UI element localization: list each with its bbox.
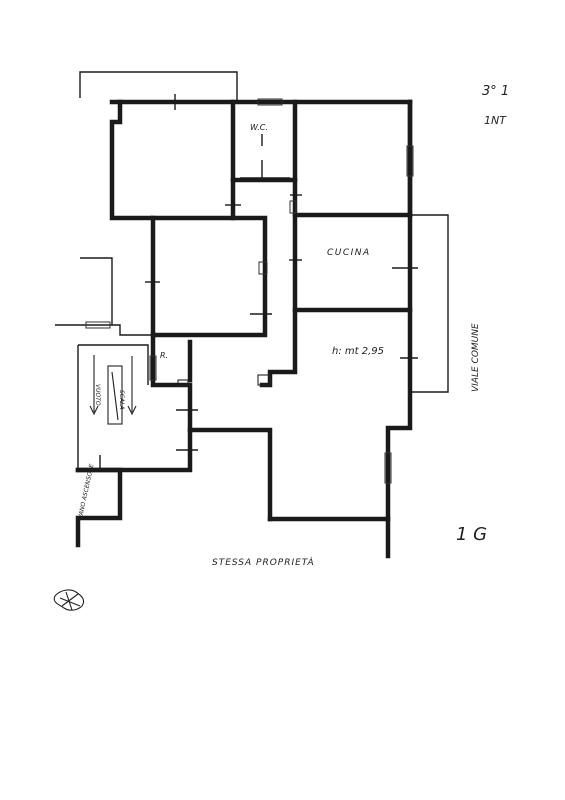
corner-note-line2: 1NT — [484, 114, 507, 127]
stamp-scribble — [53, 589, 85, 611]
stair-area-walls — [55, 324, 273, 522]
vuoto-label: VUOTO — [94, 384, 101, 406]
balcony-outline — [410, 214, 449, 393]
sheet-number: 1 G — [456, 524, 487, 545]
top-left-area-walls — [79, 71, 413, 221]
upper-right-room-walls — [292, 177, 413, 218]
left-stubs — [80, 257, 113, 325]
elevator-walls — [75, 467, 123, 548]
stair-label: SCALA — [118, 390, 125, 410]
window-marks — [85, 98, 414, 484]
ceiling-height-label: h: mt 2,95 — [332, 346, 384, 357]
outer-walls — [267, 99, 413, 559]
fixtures — [177, 374, 271, 387]
kitchen-label: CUCINA — [327, 248, 371, 258]
stessa-proprieta-label: STESSA PROPRIETÀ — [212, 556, 315, 568]
wc-label: W.C. — [250, 123, 268, 132]
kitchen-walls — [259, 212, 413, 388]
wall-ticks — [99, 94, 418, 470]
viale-comune-label: VIALE COMUNE — [471, 323, 481, 392]
r-label: R. — [160, 351, 168, 360]
wc-walls — [230, 99, 298, 183]
corner-note-line1: 3° 1 — [482, 84, 509, 99]
central-room-walls — [150, 177, 268, 338]
